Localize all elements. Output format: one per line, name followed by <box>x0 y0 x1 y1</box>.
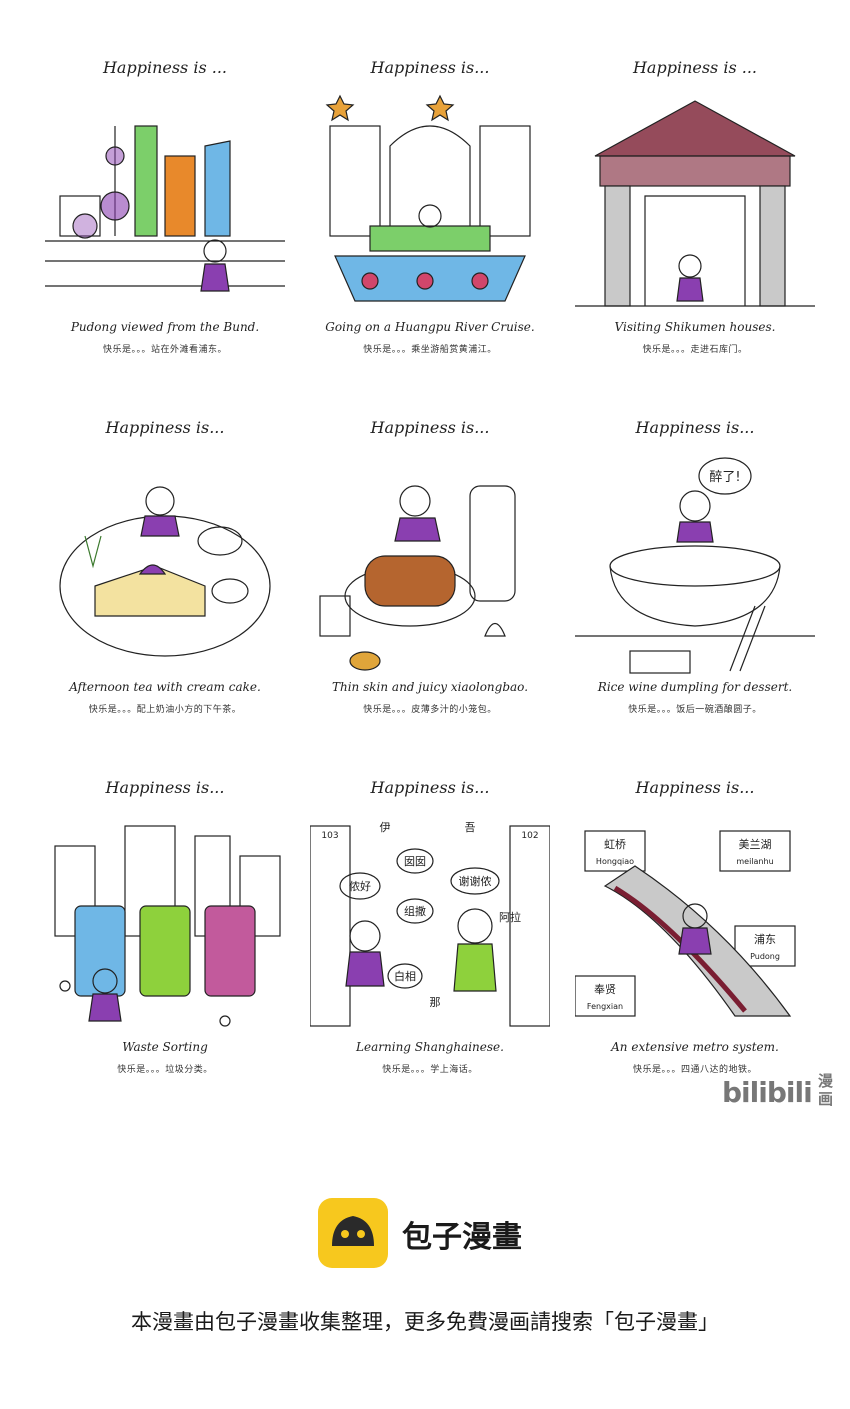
word-na: 那 <box>430 996 441 1009</box>
panel-heading: Happiness is... <box>635 418 755 437</box>
panel-subcaption: 快乐是。。。乘坐游船赏黄浦江。 <box>363 345 497 355</box>
word-nannan: 囡囡 <box>404 855 426 868</box>
panel-heading: Happiness is... <box>105 778 225 797</box>
word-zusa: 组撒 <box>404 904 426 918</box>
panel-subcaption: 快乐是。。。学上海话。 <box>382 1065 478 1075</box>
station-cn: 虹桥 <box>604 838 626 851</box>
panel-heading: Happiness is... <box>370 778 490 797</box>
door-number-left: 103 <box>321 831 338 841</box>
station-cn: 美兰湖 <box>739 838 772 851</box>
word-baixiang: 白相 <box>394 969 416 983</box>
panel-afternoon-tea: Happiness is... Afternoon tea with cream… <box>40 410 290 730</box>
panel-caption: Learning Shanghainese. <box>356 1040 504 1054</box>
baozi-logo-icon <box>318 1198 388 1268</box>
shanghainese-drawing: 侬好 囡囡 谢谢侬 组撒 白相 阿拉 伊 吾 那 103 102 <box>310 821 550 1027</box>
station-cn: 浦东 <box>754 933 776 946</box>
panel-subcaption: 快乐是。。。皮薄多汁的小笼包。 <box>363 705 497 715</box>
metro-drawing: 虹桥 Hongqiao 美兰湖 meilanhu 浦东 Pudong 奉贤 Fe… <box>575 830 796 1017</box>
footer-brand: 包子漫畫 <box>402 1220 522 1255</box>
speech-bubble-text: 醉了! <box>709 469 740 485</box>
river-cruise-drawing <box>325 94 531 302</box>
panel-caption: Waste Sorting <box>122 1040 208 1054</box>
watermark-cn: 漫画 <box>818 1072 834 1108</box>
panel-heading: Happiness is ... <box>632 58 758 77</box>
panel-caption: Afternoon tea with cream cake. <box>69 680 261 694</box>
pudong-skyline-drawing <box>45 125 285 292</box>
panel-caption: Thin skin and juicy xiaolongbao. <box>331 680 529 694</box>
panel-subcaption: 快乐是。。。站在外滩看浦东。 <box>102 345 227 355</box>
station-cn: 奉贤 <box>594 982 616 996</box>
panel-heading: Happiness is... <box>635 778 755 797</box>
station-en: Hongqiao <box>596 857 634 866</box>
panel-shikumen: Happiness is ... Visiting Shikumen house… <box>570 50 820 370</box>
word-yi: 伊 <box>380 821 391 834</box>
panel-caption: Going on a Huangpu River Cruise. <box>325 320 535 334</box>
word-xiaxianong: 谢谢侬 <box>459 874 492 888</box>
watermark-text: bilibili <box>722 1076 813 1109</box>
panel-subcaption: 快乐是。。。配上奶油小方的下午茶。 <box>88 705 242 715</box>
panel-shanghainese: Happiness is... 侬好 囡囡 <box>305 770 555 1090</box>
shikumen-drawing <box>575 100 815 307</box>
rice-wine-drawing: 醉了! <box>575 457 815 674</box>
panel-waste-sorting: Happiness is... Waste Sorting 快乐是。。 <box>40 770 290 1090</box>
station-en: Fengxian <box>587 1002 623 1011</box>
afternoon-tea-drawing <box>59 486 271 657</box>
panel-heading: Happiness is... <box>370 58 490 77</box>
panel-river-cruise: Happiness is... Going on a Huangpu River <box>305 50 555 370</box>
panel-caption: Rice wine dumpling for dessert. <box>597 680 793 694</box>
panel-pudong: Happiness is ... Pu <box>40 50 290 370</box>
panel-subcaption: 快乐是。。。走进石库门。 <box>642 345 748 355</box>
panel-caption: Pudong viewed from the Bund. <box>70 320 260 334</box>
word-ala: 阿拉 <box>499 910 521 924</box>
panel-subcaption: 快乐是。。。四通八达的地铁。 <box>632 1065 757 1075</box>
panel-heading: Happiness is ... <box>102 58 228 77</box>
comic-grid: Happiness is ... Pu <box>40 50 820 1080</box>
xiaolongbao-drawing <box>319 485 516 671</box>
panel-caption: Visiting Shikumen houses. <box>614 320 776 334</box>
bilibili-watermark: bilibili 漫画 <box>722 1070 842 1120</box>
word-nonghao: 侬好 <box>349 879 371 893</box>
door-number-right: 102 <box>521 831 538 841</box>
station-en: Pudong <box>750 952 780 961</box>
panel-subcaption: 快乐是。。。垃圾分类。 <box>117 1065 213 1075</box>
word-wu: 吾 <box>465 821 476 834</box>
panel-heading: Happiness is... <box>370 418 490 437</box>
panel-heading: Happiness is... <box>105 418 225 437</box>
panel-subcaption: 快乐是。。。饭后一碗酒酿圆子。 <box>628 705 762 715</box>
panel-caption: An extensive metro system. <box>611 1040 779 1054</box>
panel-rice-wine: Happiness is... 醉了! Rice wine dumpling f… <box>570 410 820 730</box>
footer-note: 本漫畫由包子漫畫收集整理，更多免費漫画請搜索「包子漫畫」 <box>131 1310 719 1334</box>
waste-sorting-drawing <box>54 825 281 1027</box>
panel-xiaolongbao: Happiness is... Thin skin and juicy xiao… <box>305 410 555 730</box>
station-en: meilanhu <box>736 857 773 866</box>
panel-metro: Happiness is... 虹桥 Hongqiao 美兰湖 meilan <box>570 770 820 1090</box>
